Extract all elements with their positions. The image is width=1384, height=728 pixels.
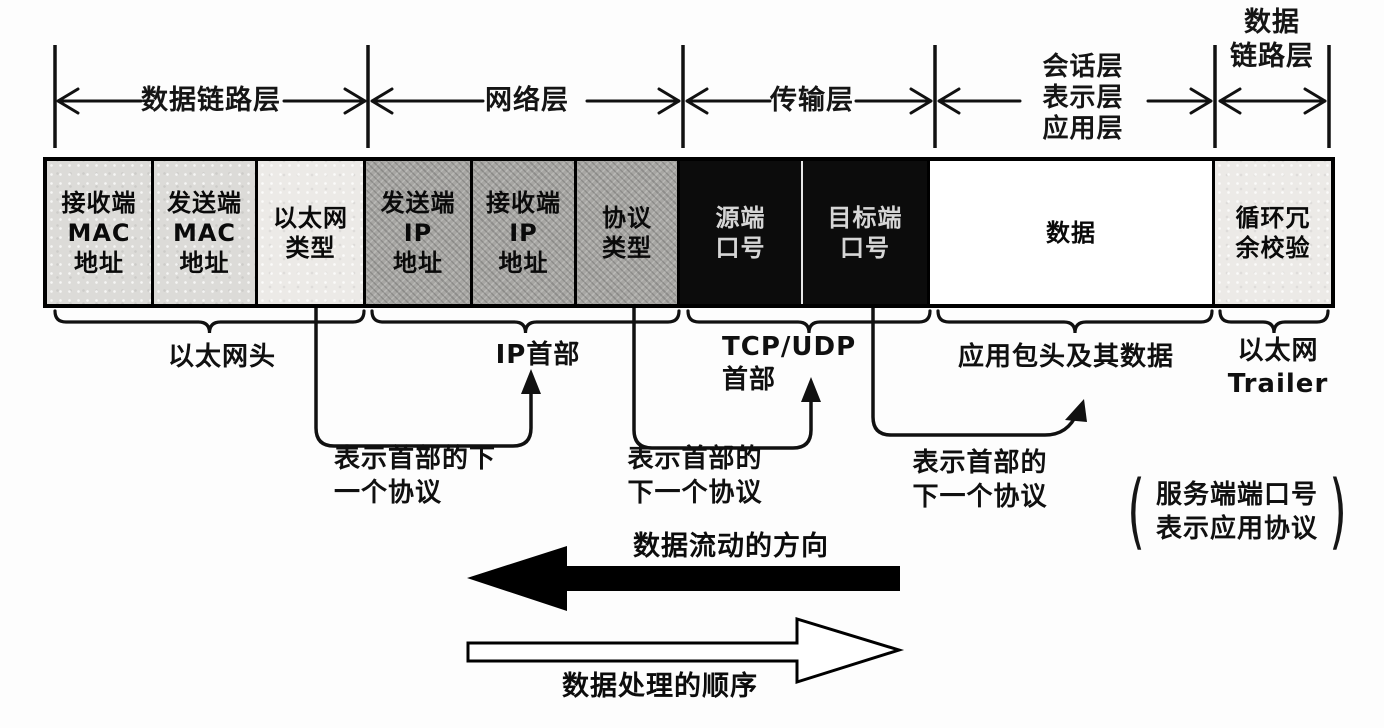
layer-label-datalink-right: 数据 链路层	[1230, 7, 1314, 72]
layer-label-session-presentation-application: 会话层 表示层 应用层	[1042, 52, 1124, 144]
ruler-arrow-trailer-icon	[1218, 87, 1327, 115]
field-ethernet-type: 以太网 类型	[255, 161, 363, 304]
ruler-arrow-transport-icon	[685, 87, 933, 115]
connector-protocol-type-to-tcpudp-icon	[632, 286, 813, 450]
connector-dst-port-to-app-icon	[871, 304, 1079, 437]
ruler-arrow-datalink-icon	[56, 87, 367, 115]
field-dst-ip: 接收端 IP 地址	[470, 161, 574, 304]
field-src-port: 源端 口号	[677, 161, 801, 304]
ruler-ticks	[53, 45, 1331, 148]
connector-2-arrowhead-icon	[801, 377, 821, 402]
server-port-note-text: 服务端端口号 表示应用协议	[1155, 480, 1318, 544]
packet-field-row: 接收端 MAC 地址 发送端 MAC 地址 以太网 类型 发送端 IP 地址 接…	[43, 157, 1335, 308]
layer-label-network: 网络层	[485, 85, 569, 116]
section-ip-header: IP首部	[495, 340, 581, 370]
processing-order-label: 数据处理的顺序	[562, 671, 758, 702]
note-next-protocol-3: 表示首部的 下一个协议	[912, 448, 1048, 512]
field-crc: 循环冗 余校验	[1212, 161, 1331, 304]
section-app-header-data: 应用包头及其数据	[957, 342, 1174, 372]
field-dst-mac: 接收端 MAC 地址	[47, 161, 151, 304]
field-src-mac: 发送端 MAC 地址	[151, 161, 255, 304]
connector-1-arrowhead-icon	[521, 369, 541, 394]
section-ethernet-trailer: 以太网 Trailer	[1227, 336, 1329, 399]
brace-ethernet-trailer-icon	[1218, 309, 1330, 334]
note-next-protocol-1: 表示首部的下 一个协议	[334, 444, 497, 508]
field-src-ip: 发送端 IP 地址	[363, 161, 470, 304]
paren-open: (	[1127, 464, 1145, 559]
brace-tcpudp-header-icon	[686, 309, 932, 334]
processing-order-arrow-icon	[466, 616, 905, 685]
layer-label-datalink: 数据链路层	[141, 85, 281, 116]
paren-close: )	[1329, 464, 1347, 559]
field-protocol-type: 协议 类型	[574, 161, 677, 304]
section-ethernet-header: 以太网头	[167, 342, 276, 372]
section-tcpudp-header: TCP/UDP 首部	[722, 332, 857, 395]
connector-3-arrowhead-icon	[1065, 399, 1087, 422]
brace-app-data-icon	[936, 309, 1214, 334]
ruler-arrow-network-icon	[370, 87, 681, 115]
brace-ip-header-icon	[370, 309, 681, 334]
server-port-note: ( 服务端端口号 表示应用协议 )	[1102, 468, 1372, 556]
ruler-arrow-session-icon	[937, 87, 1213, 115]
layer-label-transport: 传输层	[770, 85, 854, 116]
note-next-protocol-2: 表示首部的 下一个协议	[627, 444, 763, 508]
connector-ethernet-type-to-ip-icon	[314, 286, 533, 448]
data-flow-direction-label: 数据流动的方向	[633, 531, 829, 562]
field-dst-port: 目标端 口号	[801, 161, 927, 304]
brace-ethernet-header-icon	[53, 309, 366, 334]
data-flow-arrow-icon	[467, 546, 900, 611]
field-data: 数据	[927, 161, 1212, 304]
